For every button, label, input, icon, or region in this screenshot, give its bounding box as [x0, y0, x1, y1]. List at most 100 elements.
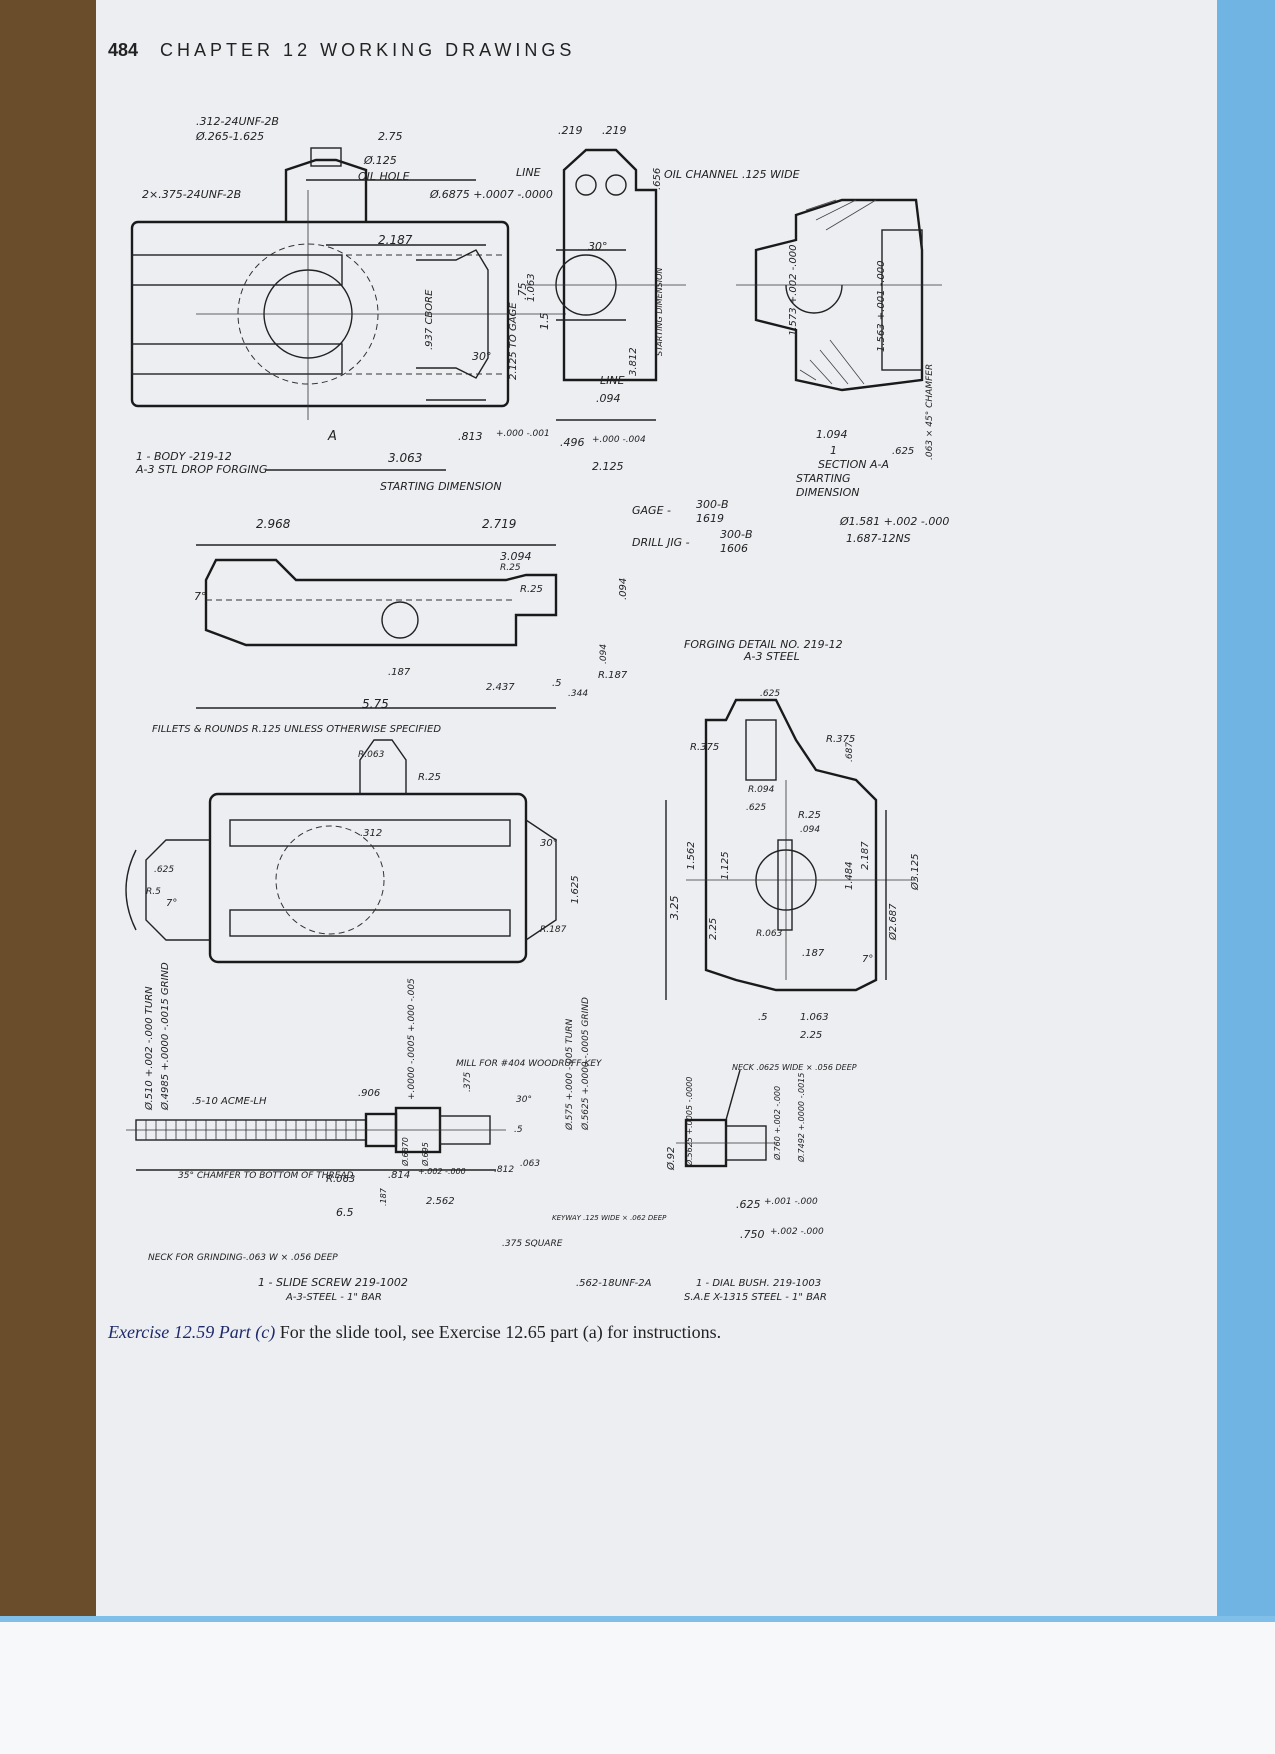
thread-1-687: 1.687-12NS [846, 532, 911, 545]
dia-575: Ø.575 +.000 -.005 TURN [564, 1018, 575, 1131]
angle-30-body: 30° [472, 350, 492, 363]
gage-label: GAGE - [632, 504, 671, 517]
dim-2-25-vertical: 2.25 [708, 918, 719, 940]
angle-30-end: 30° [588, 240, 608, 253]
dim-625-detail: .625 [760, 689, 780, 699]
dia-5625-bush: Ø.5625 +.0005 -.0000 [684, 1077, 694, 1167]
angle-30-screw: 30° [516, 1095, 532, 1105]
figure-caption: Exercise 12.59 Part (c) For the slide to… [108, 1322, 721, 1343]
dim-2-968: 2.968 [256, 517, 291, 531]
fillets-note: FILLETS & ROUNDS R.125 UNLESS OTHERWISE … [152, 724, 441, 735]
r187-elev: R.187 [598, 670, 628, 681]
gage-num-bottom: 1619 [696, 512, 724, 525]
page-number: 484 [108, 40, 139, 60]
dia-7492: Ø.7492 +.0000 -.0015 [796, 1073, 806, 1163]
dim-219-a: .219 [558, 124, 583, 137]
dim-1-563: 1.563 +.001 -.000 [876, 260, 887, 352]
line-label: LINE [516, 166, 541, 179]
tol-813: +.000 -.001 [496, 429, 550, 439]
dim-094-elev: .094 [618, 578, 629, 600]
forging-detail-title-2: A-3 STEEL [743, 650, 800, 663]
r063-plan: R.063 [358, 750, 385, 760]
neck-note-bush: NECK .0625 WIDE × .056 DEEP [732, 1063, 857, 1072]
chamfer-note: .063 × 45° CHAMFER [925, 364, 935, 460]
dim-6-5: 6.5 [336, 1206, 354, 1219]
body-title-2: A-3 STL DROP FORGING [135, 463, 267, 476]
tol-814: +.002 -.000 [418, 1167, 466, 1176]
r25-detail: R.25 [798, 810, 821, 821]
gage-notes: GAGE - 300-B 1619 DRILL JIG - 300-B 1606 [632, 498, 753, 555]
screw-thread: .562-18UNF-2A [576, 1278, 652, 1289]
oil-hole-label: OIL HOLE [358, 170, 410, 183]
dim-312: .312 [360, 828, 382, 839]
section-label: SECTION A-A [818, 458, 889, 471]
dim-1-484: 1.484 [844, 861, 855, 890]
screw-title-2: A-3-STEEL - 1" BAR [285, 1292, 382, 1303]
neck-note-screw: NECK FOR GRINDING-.063 W × .056 DEEP [148, 1253, 338, 1263]
dim-1-063-detail: 1.063 [800, 1012, 829, 1023]
dim-3-063: 3.063 [388, 451, 422, 465]
dim-1-562: 1.562 [686, 841, 697, 870]
cbore-dim: .937 CBORE [424, 289, 435, 350]
dia-5625-screw: Ø.5625 +.0000 -.0005 GRIND [580, 997, 591, 1131]
screw-title-1: 1 - SLIDE SCREW 219-1002 [258, 1276, 408, 1289]
section-a-a-view: 1.573 +.002 -.000 1.563 +.001 -.000 1.09… [736, 198, 949, 545]
dim-2-125: 2.125 [592, 460, 624, 473]
dim-5-detail: .5 [758, 1012, 768, 1023]
dim-3-812: 3.812 [628, 347, 639, 376]
dim-187-elev: .187 [388, 667, 411, 678]
dim-1-063: 1.063 [526, 273, 537, 302]
dim-1-094: 1.094 [816, 428, 848, 441]
starting-label: STARTING [796, 472, 851, 485]
oil-hole-dia: Ø.125 [363, 154, 397, 167]
dim-687: .687 [845, 742, 855, 762]
dim-1-5: 1.5 [538, 313, 551, 331]
dim-5-screw: .5 [514, 1125, 523, 1135]
dim-219-b: .219 [602, 124, 627, 137]
dia-760: Ø.760 +.002 -.000 [772, 1086, 782, 1161]
drill-jig-label: DRILL JIG - [632, 536, 690, 549]
body-plan-view: .312-24UNF-2B Ø.265-1.625 2.75 Ø.125 OIL… [130, 115, 566, 493]
thread-top-label: .312-24UNF-2B [196, 115, 279, 128]
bush-title-2: S.A.E X-1315 STEEL - 1" BAR [684, 1292, 827, 1303]
starting-dimension-body: STARTING DIMENSION [380, 480, 502, 493]
dim-2-437: 2.437 [486, 682, 515, 693]
tol-625: +.001 -.000 [764, 1197, 818, 1207]
dimension-label: DIMENSION [796, 486, 860, 499]
bush-title-1: 1 - DIAL BUSH. 219-1003 [696, 1278, 821, 1289]
grind-dia: Ø.4985 +.0000 -.0015 GRIND [159, 962, 171, 1111]
dim-625-detail-b: .625 [746, 803, 766, 813]
dia-2-687: Ø2.687 [887, 903, 899, 941]
forging-elevation-view: 2.968 2.719 3.094 R.25 R.25 7° .094 .094… [152, 517, 629, 735]
page-edge-tab [1217, 0, 1275, 1624]
angle-7-detail: 7° [862, 954, 873, 965]
dim-812: .812 [494, 1165, 514, 1175]
r063-detail: R.063 [756, 929, 783, 939]
dim-3-25: 3.25 [668, 896, 681, 921]
starting-dim-end: STARTING DIMENSION [655, 268, 664, 356]
to-gage-dim: 2.125 TO GAGE [508, 302, 519, 380]
dim-625-bush: .625 [736, 1198, 761, 1211]
dia-695: Ø.695 [420, 1142, 430, 1167]
dim-656: .656 [652, 168, 663, 190]
angle-7-plan: 7° [166, 898, 177, 909]
tol-750: +.002 -.000 [770, 1227, 824, 1237]
bore-dim: Ø.6875 +.0007 -.0000 [429, 188, 553, 201]
drill-num-bottom: 1606 [720, 542, 748, 555]
dim-2-562: 2.562 [426, 1196, 455, 1207]
angle-7-elev: 7° [194, 590, 207, 603]
dim-625-section: .625 [892, 446, 914, 457]
dim-375-screw: .375 [463, 1072, 473, 1092]
gage-num-top: 300-B [696, 498, 729, 511]
slide-screw-view: Ø.510 +.002 -.000 TURN Ø.4985 +.0000 -.0… [126, 962, 652, 1303]
r25-elev: R.25 [500, 563, 521, 573]
r25-elev-b: R.25 [520, 584, 543, 595]
dim-814: .814 [388, 1170, 410, 1181]
oil-channel-label: OIL CHANNEL .125 WIDE [664, 168, 800, 181]
dim-2-187-detail: 2.187 [860, 841, 871, 870]
dim-094-elev-b: .094 [599, 644, 609, 664]
dim-750: .750 [740, 1228, 765, 1241]
dim-344: .344 [568, 689, 588, 699]
dim-75: .75 [516, 283, 529, 301]
